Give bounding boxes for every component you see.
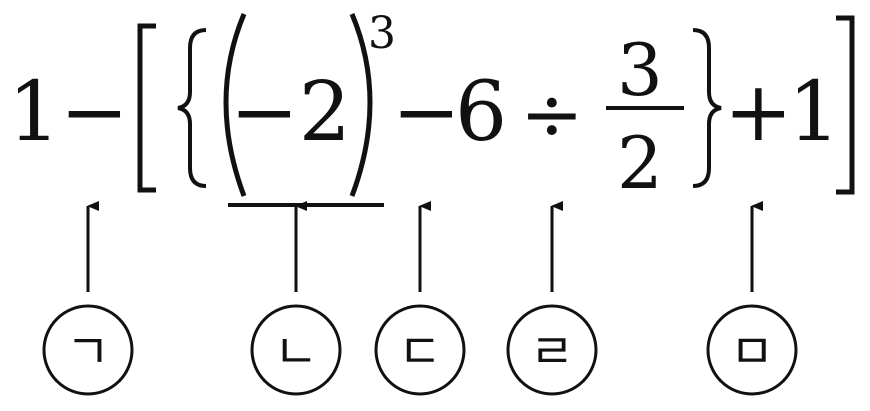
marker-circle bbox=[250, 304, 342, 396]
term-negative-two: −2 bbox=[230, 65, 351, 160]
operator-minus: − bbox=[60, 65, 129, 160]
marker-circle bbox=[374, 304, 466, 396]
markers: ㄱ ㄴ ㄷ ㄹ ㅁ bbox=[42, 304, 798, 396]
marker-label: ㄱ bbox=[66, 324, 110, 380]
term-one-2: 1 bbox=[788, 65, 840, 160]
term-six: 6 bbox=[455, 65, 507, 160]
exponent-three: 3 bbox=[368, 8, 396, 59]
marker-4: ㄹ bbox=[506, 304, 598, 396]
marker-5: ㅁ bbox=[706, 304, 798, 396]
marker-1: ㄱ bbox=[42, 304, 134, 396]
right-parenthesis bbox=[349, 13, 373, 197]
fraction-denominator: 2 bbox=[617, 121, 663, 205]
left-curly-brace bbox=[177, 28, 207, 188]
marker-label: ㄴ bbox=[274, 324, 318, 380]
term-one: 1 bbox=[8, 65, 60, 160]
marker-2: ㄴ bbox=[250, 304, 342, 396]
marker-label: ㅁ bbox=[730, 324, 774, 380]
right-square-bracket bbox=[836, 15, 855, 195]
marker-circle bbox=[506, 304, 598, 396]
operator-minus-2: − bbox=[392, 65, 461, 160]
marker-circle bbox=[42, 304, 134, 396]
left-square-bracket bbox=[137, 23, 156, 193]
marker-label: ㄷ bbox=[398, 324, 442, 380]
expression: 1 − −2 3 − 6 ÷ 3 2 + 1 bbox=[8, 8, 855, 207]
fraction-numerator: 3 bbox=[617, 28, 663, 112]
marker-circle bbox=[706, 304, 798, 396]
operator-plus: + bbox=[724, 65, 793, 160]
arrows bbox=[86, 201, 763, 292]
marker-3: ㄷ bbox=[374, 304, 466, 396]
operator-divide: ÷ bbox=[520, 69, 584, 158]
marker-label: ㄹ bbox=[530, 324, 574, 380]
right-curly-brace bbox=[692, 28, 722, 188]
left-parenthesis bbox=[223, 13, 247, 197]
